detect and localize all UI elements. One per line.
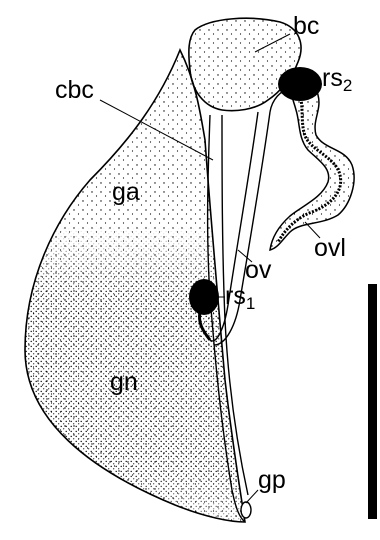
- label-bc: bc: [293, 14, 319, 39]
- receptaculum-seminis-2: [278, 67, 322, 101]
- oviduct-loop: [270, 83, 354, 250]
- genital-pore: [241, 502, 251, 518]
- receptaculum-seminis-1: [189, 279, 219, 315]
- bursa-copulatrix: [189, 18, 301, 110]
- label-rs2: rs2: [322, 66, 352, 94]
- scale-bar: [368, 284, 377, 519]
- label-gp: gp: [258, 468, 286, 493]
- label-cbc: cbc: [55, 78, 94, 103]
- label-ovl: ovl: [314, 236, 346, 261]
- label-gn: gn: [110, 370, 138, 395]
- label-rs1: rs1: [225, 284, 255, 312]
- label-ga: ga: [112, 180, 140, 205]
- label-ov: ov: [245, 258, 271, 283]
